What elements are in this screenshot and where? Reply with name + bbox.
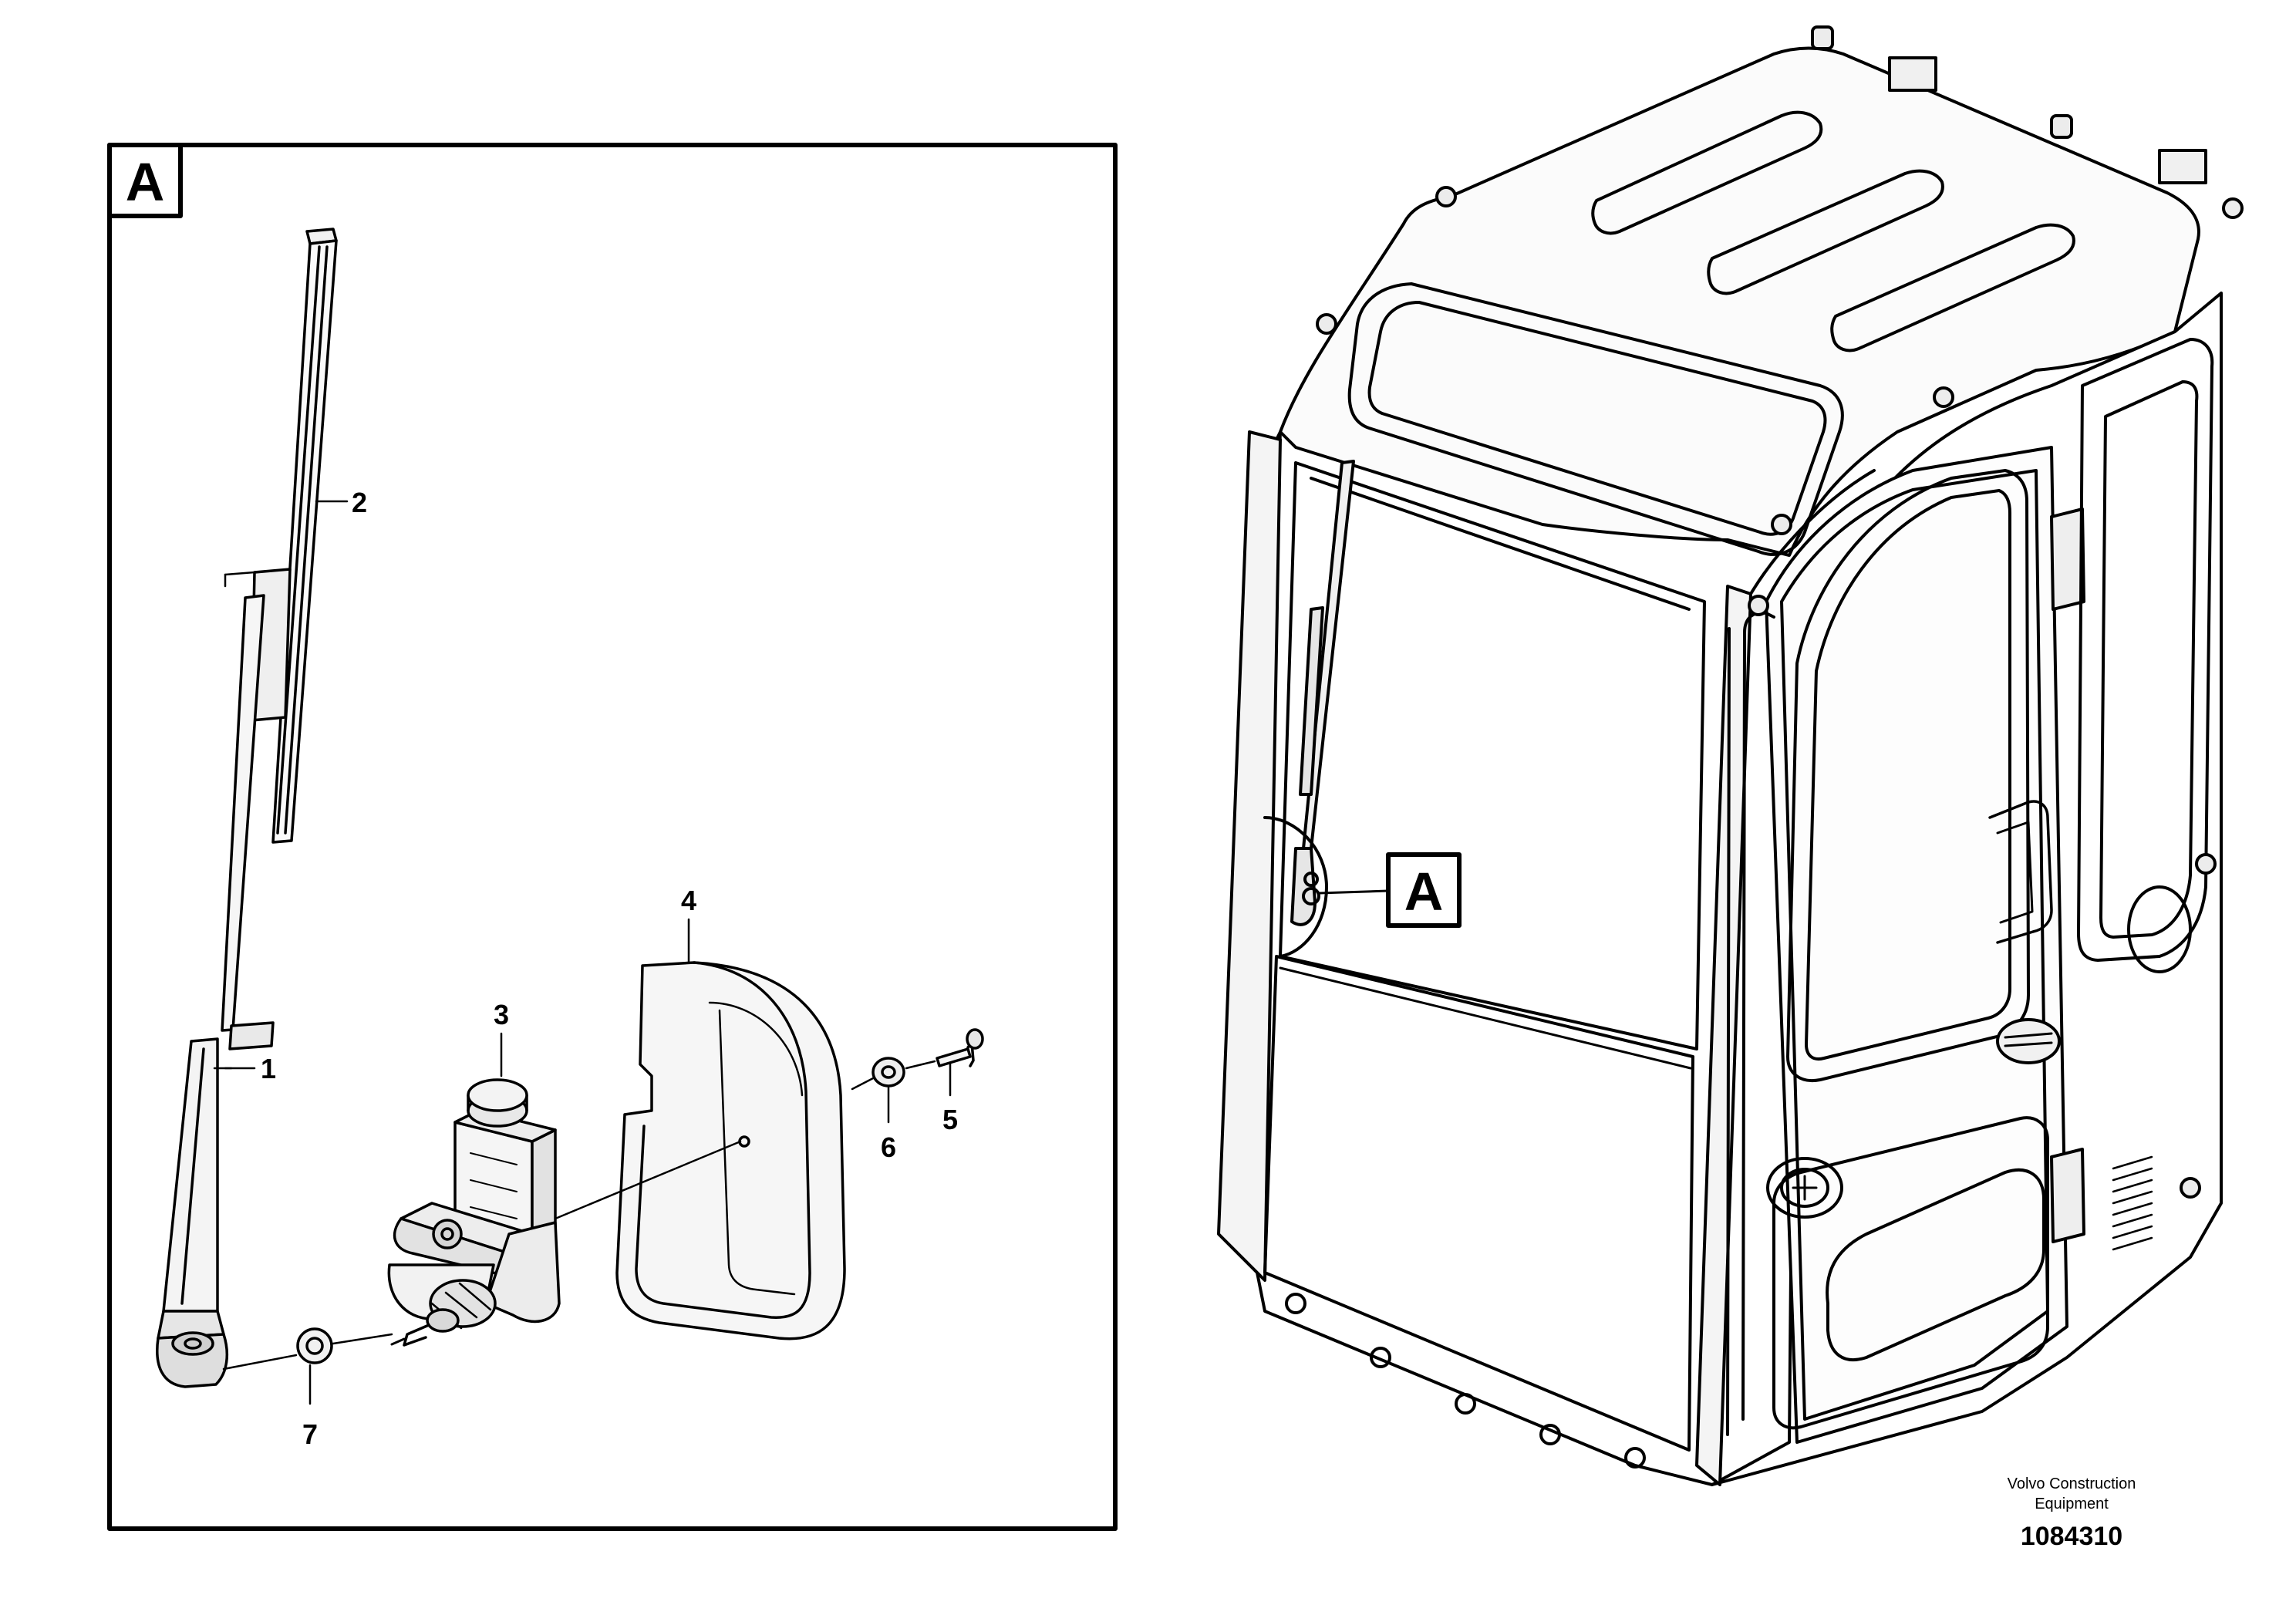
washer-7 <box>296 1327 333 1364</box>
credit-line-2: Equipment <box>2035 1496 2109 1512</box>
detail-view-frame <box>107 143 1118 1531</box>
part-number-2: 2 <box>352 487 367 518</box>
part-number-4: 4 <box>681 885 696 916</box>
cab-assembly <box>1217 25 2244 1486</box>
bolt-5 <box>936 1028 984 1067</box>
part-number-1: 1 <box>261 1053 276 1084</box>
wiper-motor <box>387 1078 561 1347</box>
part-number-3: 3 <box>494 999 509 1030</box>
wiper-arm <box>156 1037 229 1388</box>
cab-callout-label: A <box>1404 862 1444 922</box>
detail-view-label: A <box>126 152 165 212</box>
credit-line-1: Volvo Construction <box>2008 1475 2136 1492</box>
washer-6 <box>872 1057 905 1088</box>
wiper-blade <box>221 228 338 1050</box>
motor-cover <box>615 961 846 1340</box>
cab-callout-box <box>1386 852 1462 928</box>
detail-label-box <box>107 143 183 218</box>
part-number-6: 6 <box>881 1131 896 1163</box>
part-number-7: 7 <box>302 1418 318 1450</box>
document-number: 1084310 <box>2021 1522 2122 1551</box>
part-number-5: 5 <box>942 1104 958 1135</box>
leader-lines <box>213 500 952 1405</box>
